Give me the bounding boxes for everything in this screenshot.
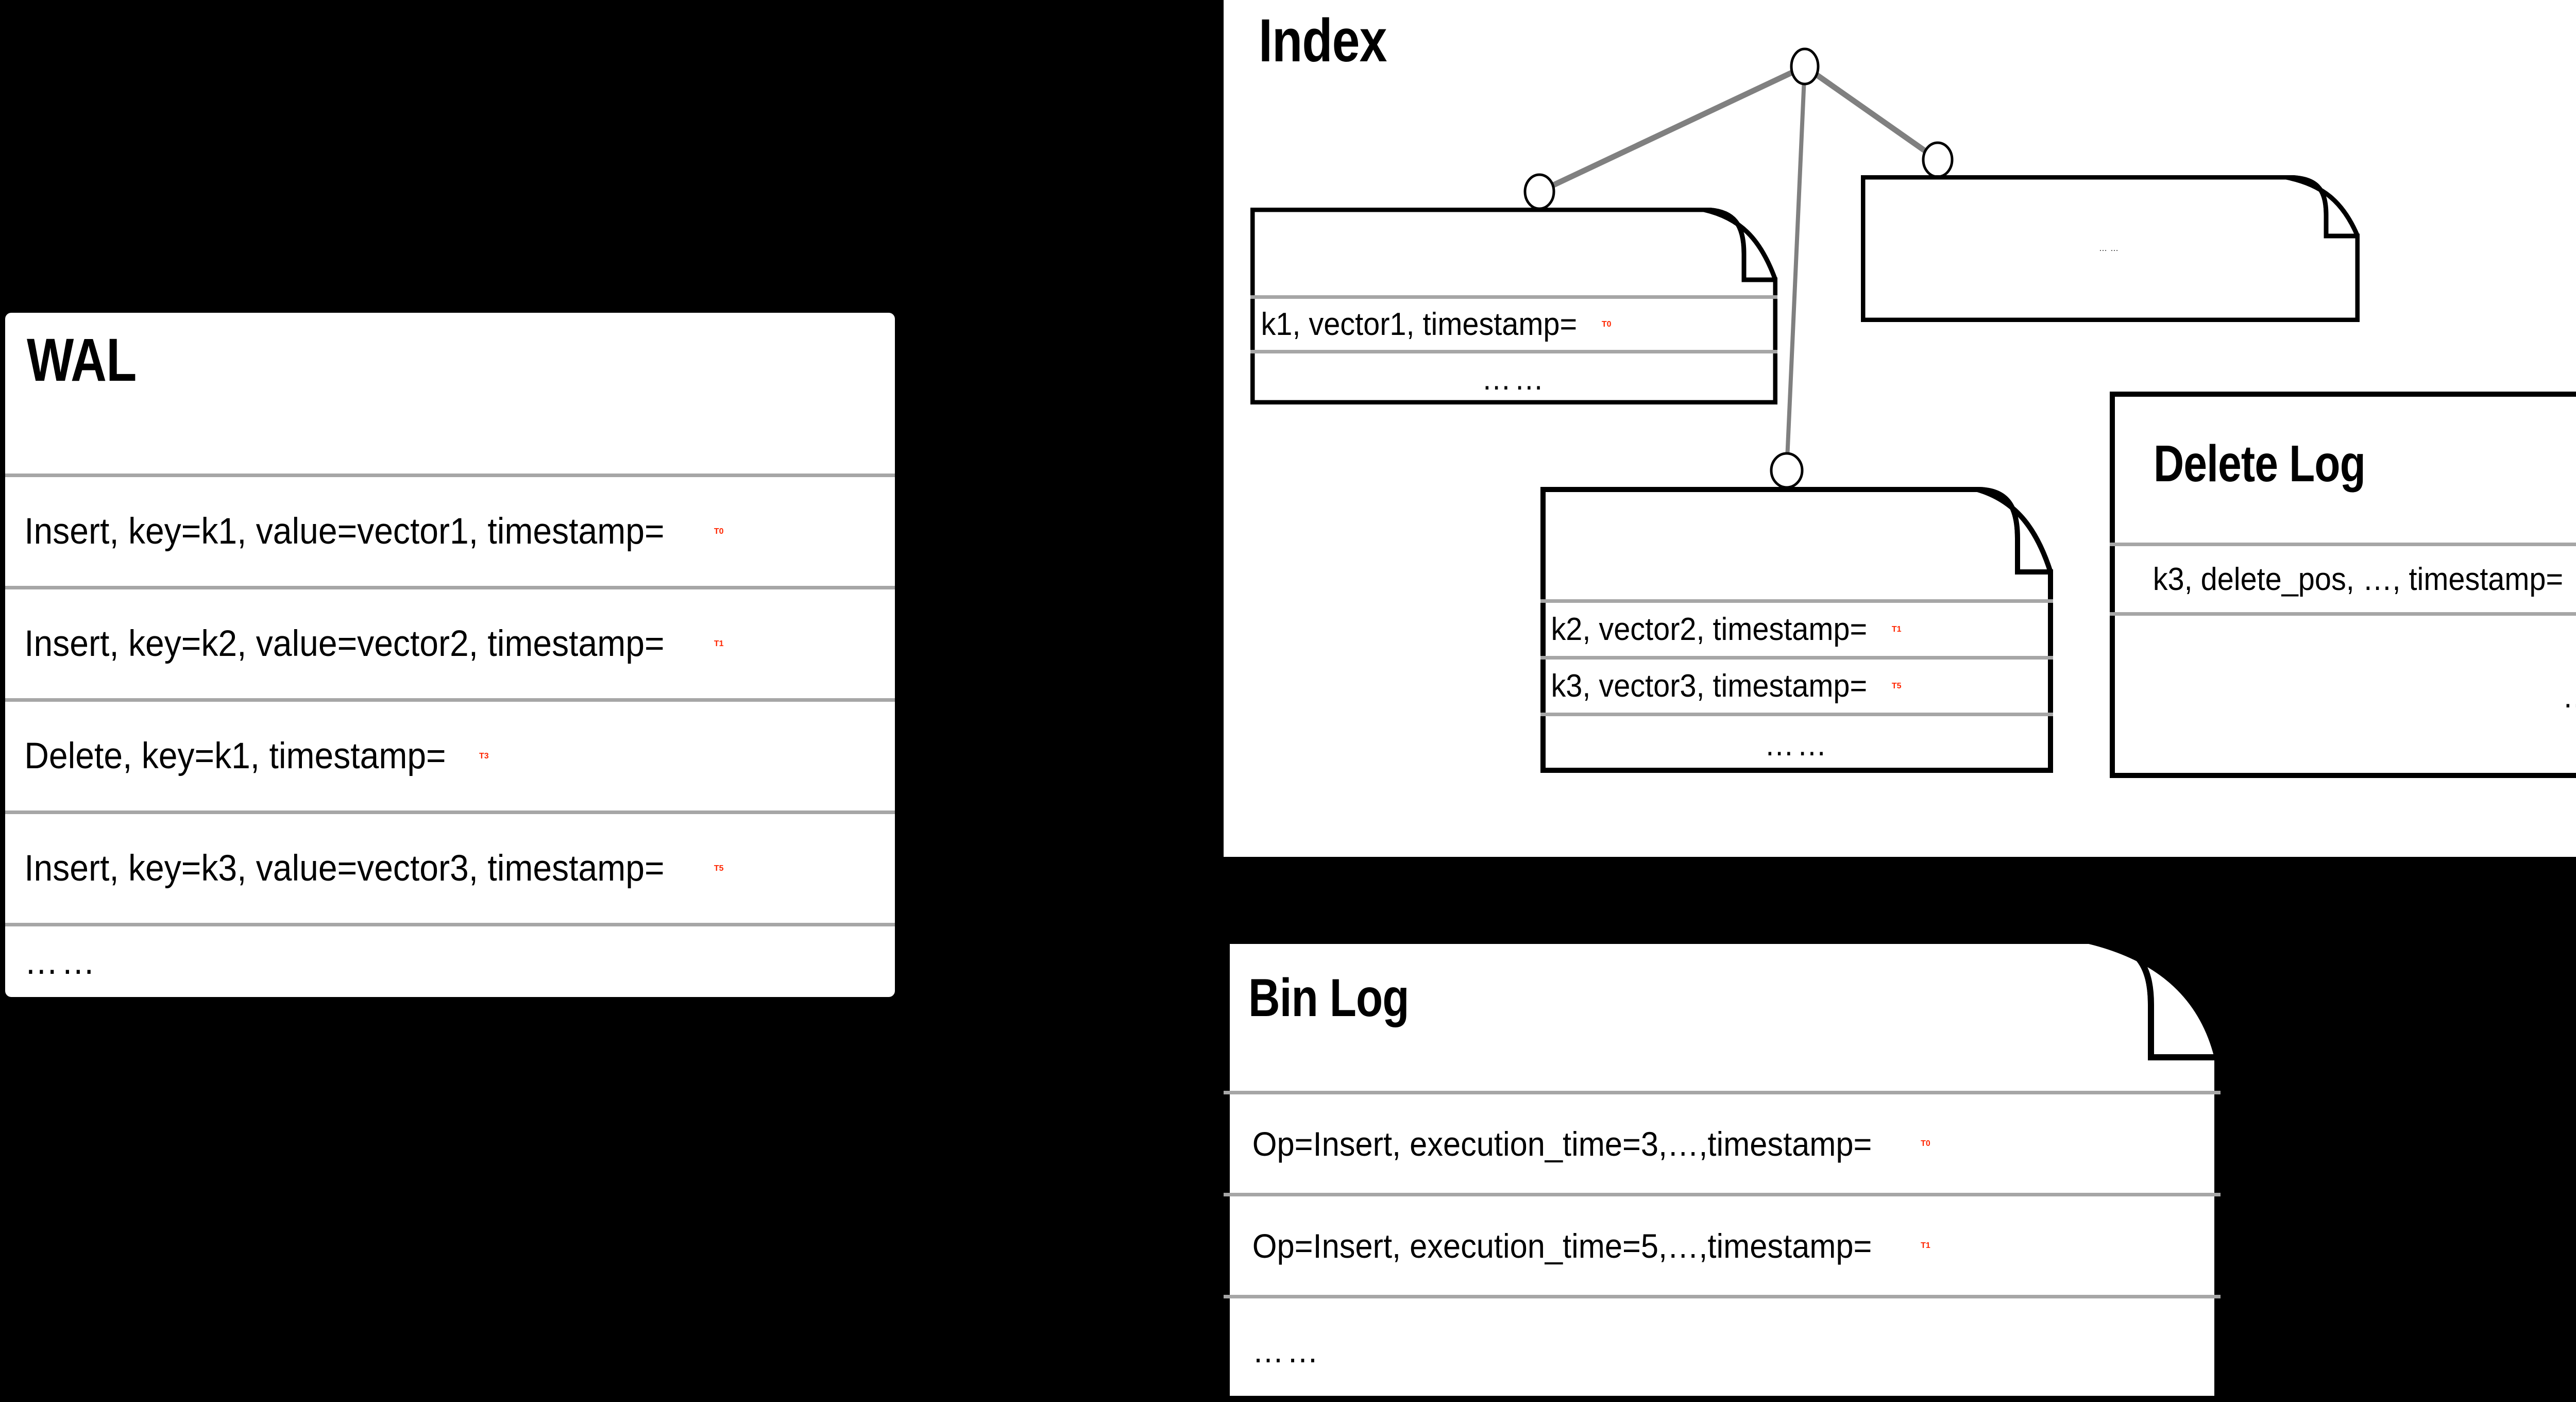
binlog-row-text: …… <box>1252 1331 1321 1370</box>
wal-row-text: Insert, key=k2, value=vector2, timestamp… <box>24 623 665 664</box>
card-row: k3, vector3, timestamp= T5 <box>1540 656 2053 713</box>
binlog-row-timestamp: T1 <box>1921 1241 1930 1250</box>
wal-row-timestamp: T0 <box>714 527 724 536</box>
wal-row-text: Insert, key=k3, value=vector3, timestamp… <box>24 848 665 889</box>
bin-log-title: Bin Log <box>1248 968 1409 1028</box>
binlog-row: Op=Insert, execution_time=3,…,timestamp=… <box>1224 1091 2221 1193</box>
binlog-row-text: Op=Insert, execution_time=3,…,timestamp= <box>1252 1124 1872 1163</box>
document-shape <box>1224 938 2221 1402</box>
wal-row: Insert, key=k3, value=vector3, timestamp… <box>5 810 895 923</box>
delete-log-card: Delete Log k3, delete_pos, …, timestamp=… <box>2110 392 2576 778</box>
card-row-ellipsis: …… <box>1861 175 2360 322</box>
wal-row: Insert, key=k1, value=vector1, timestamp… <box>5 474 895 586</box>
card-row: k3, delete_pos, …, timestamp=T3 <box>2110 543 2576 612</box>
binlog-row: Op=Insert, execution_time=5,…,timestamp=… <box>1224 1193 2221 1295</box>
index-leaf-card-k2-k3: k2, vector2, timestamp= T1 k3, vector3, t… <box>1540 487 2053 773</box>
index-leaf-card-ellipsis: …… <box>1861 175 2360 322</box>
wal-row-text: Insert, key=k1, value=vector1, timestamp… <box>24 511 665 552</box>
card-row-text: k2, vector2, timestamp= <box>1551 612 1868 647</box>
card-row-text: …… <box>1764 727 1829 763</box>
card-row-ellipsis: …… <box>1250 350 1777 404</box>
bin-log-card: Bin Log Op=Insert, execution_time=3,…,ti… <box>1224 938 2221 1402</box>
card-row-text: k3, delete_pos, …, timestamp= <box>2153 561 2564 597</box>
document-shape <box>2110 392 2576 778</box>
binlog-row-text: Op=Insert, execution_time=5,…,timestamp= <box>1252 1226 1872 1265</box>
wal-row-timestamp: T5 <box>714 864 724 873</box>
card-row-timestamp: T5 <box>1891 681 1902 690</box>
wal-title: WAL <box>27 326 137 394</box>
card-row-text: k1, vector1, timestamp= <box>1261 307 1578 342</box>
document-shape <box>1540 487 2053 773</box>
card-row: k1, vector1, timestamp= T0 <box>1250 295 1777 350</box>
binlog-row-timestamp: T0 <box>1921 1139 1930 1148</box>
wal-row-timestamp: T3 <box>479 751 489 761</box>
wal-panel: Insert, key=k1, value=vector1, timestamp… <box>5 313 895 997</box>
card-row-text: …… <box>2099 244 2122 253</box>
card-row-text: k3, vector3, timestamp= <box>1551 668 1868 704</box>
binlog-row-ellipsis: …… <box>1224 1295 2221 1402</box>
card-row-timestamp: T0 <box>1601 319 1612 329</box>
document-shape <box>1861 175 2360 322</box>
card-row-text: …… <box>1481 361 1547 397</box>
wal-row-text: Delete, key=k1, timestamp= <box>24 736 446 776</box>
wal-row: Insert, key=k2, value=vector2, timestamp… <box>5 586 895 698</box>
card-row-ellipsis: …… <box>2110 612 2576 778</box>
wal-row: Delete, key=k1, timestamp= T3 <box>5 698 895 810</box>
index-title: Index <box>1259 7 1387 75</box>
delete-log-title: Delete Log <box>2154 435 2366 493</box>
index-leaf-card-k1: k1, vector1, timestamp= T0 …… <box>1250 208 1777 404</box>
card-row-text-ellipsis: …… <box>2563 679 2576 715</box>
card-row-ellipsis: …… <box>1540 713 2053 773</box>
wal-row-timestamp: T1 <box>714 639 724 648</box>
wal-row-ellipsis: …… <box>5 923 895 997</box>
card-row-timestamp: T1 <box>1891 624 1902 634</box>
wal-row-text: …… <box>24 941 98 982</box>
card-row: k2, vector2, timestamp= T1 <box>1540 599 2053 656</box>
document-shape <box>1250 208 1777 404</box>
